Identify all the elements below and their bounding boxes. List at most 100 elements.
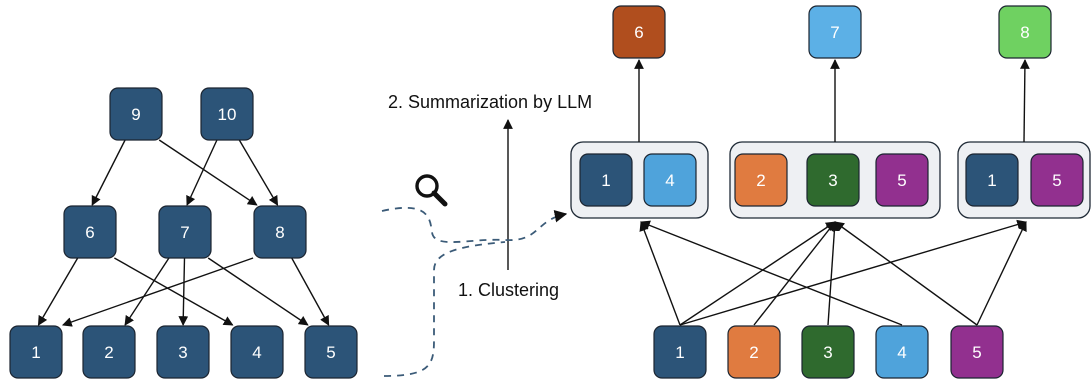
cluster-c3-member-1: 1 <box>965 153 1019 207</box>
tree-node-5: 5 <box>304 325 358 379</box>
cluster-c1-member-4-box <box>643 153 697 207</box>
dashed-connector <box>381 206 568 377</box>
leaf-node-1: 1 <box>653 325 707 379</box>
tree-node-9-box <box>109 87 163 141</box>
cluster-c1-member-4: 4 <box>643 153 697 207</box>
cluster-c2-member-2: 2 <box>734 153 788 207</box>
cluster-c2-member-3-box <box>806 153 860 207</box>
tree-node-7-label: 7 <box>180 223 189 242</box>
summary-node-8-label: 8 <box>1020 23 1029 42</box>
leaf-node-4-label: 4 <box>897 343 906 362</box>
magnifier-icon <box>415 174 448 207</box>
leaf-edge-l1-c1 <box>639 221 681 326</box>
tree-node-9-label: 9 <box>131 105 140 124</box>
leaf-node-5-box <box>950 325 1004 379</box>
tree-edge-t9-t8 <box>158 139 258 206</box>
leaf-node-2-label: 2 <box>749 343 758 362</box>
tree-edge-t8-t1 <box>61 257 254 327</box>
tree-edge-t10-t7 <box>186 139 218 206</box>
cluster-c3-member-5-box <box>1030 153 1084 207</box>
leaf-node-2-box <box>727 325 781 379</box>
tree-node-8-label: 8 <box>275 223 284 242</box>
leaf-node-3: 3 <box>801 325 855 379</box>
tree-node-1-box <box>9 325 63 379</box>
summary-node-6: 6 <box>612 5 666 59</box>
leaf-node-4: 4 <box>875 325 929 379</box>
leaf-edge-l4-c1 <box>640 220 903 326</box>
cluster-c2-member-3-label: 3 <box>828 171 837 190</box>
tree-node-3: 3 <box>156 325 210 379</box>
cluster-c2-member-2-box <box>734 153 788 207</box>
tree-node-6-label: 6 <box>85 223 94 242</box>
leaf-edge-l5-c2 <box>834 221 978 326</box>
summary-node-7: 7 <box>808 5 862 59</box>
cluster-c2-member-2-label: 2 <box>756 171 765 190</box>
tree-node-4-label: 4 <box>252 343 261 362</box>
cluster-c3-member-5-label: 5 <box>1052 171 1061 190</box>
tree-node-7: 7 <box>158 205 212 259</box>
tree-node-4: 4 <box>230 325 284 379</box>
edges <box>37 59 1030 327</box>
tree-edge-t10-t8 <box>238 139 279 206</box>
tree-node-7-box <box>158 205 212 259</box>
leaf-edge-l1-c3 <box>679 219 1027 326</box>
cluster-c1-member-1-box <box>579 153 633 207</box>
tree-edge-t7-t5 <box>207 257 309 326</box>
tree-node-9: 9 <box>109 87 163 141</box>
summary-node-8: 8 <box>998 5 1052 59</box>
cluster-c1-member-1: 1 <box>579 153 633 207</box>
tree-node-10: 10 <box>200 87 254 141</box>
summarization-step-label: 2. Summarization by LLM <box>388 92 592 112</box>
summary-node-8-box <box>998 5 1052 59</box>
cluster-c3-member-5: 5 <box>1030 153 1084 207</box>
tree-node-2-box <box>82 325 136 379</box>
leaf-node-2: 2 <box>727 325 781 379</box>
tree-node-8-box <box>253 205 307 259</box>
leaf-edge-l2-c2 <box>753 221 836 326</box>
tree-node-10-label: 10 <box>218 105 237 124</box>
leaf-node-3-box <box>801 325 855 379</box>
dashed-arrow-to-cluster <box>381 206 568 243</box>
dashed-bracket <box>383 241 506 377</box>
leaf-node-5-label: 5 <box>972 343 981 362</box>
tree-edge-t6-t1 <box>37 257 79 326</box>
tree-edge-t7-t3 <box>178 257 189 326</box>
tree-edge-t8-t5 <box>291 257 330 326</box>
leaf-node-1-label: 1 <box>675 343 684 362</box>
leaf-node-1-box <box>653 325 707 379</box>
leaf-node-3-label: 3 <box>823 343 832 362</box>
summary-node-6-box <box>612 5 666 59</box>
cluster-c2-member-5: 5 <box>875 153 929 207</box>
tree-node-2: 2 <box>82 325 136 379</box>
tree-node-10-box <box>200 87 254 141</box>
leaf-node-4-box <box>875 325 929 379</box>
cluster-c3-member-1-box <box>965 153 1019 207</box>
cluster-c1-member-1-label: 1 <box>601 171 610 190</box>
tree-node-6-box <box>63 205 117 259</box>
tree-edge-t9-t6 <box>91 139 126 206</box>
cluster-c2-member-5-box <box>875 153 929 207</box>
tree-node-5-label: 5 <box>326 343 335 362</box>
summary-node-6-label: 6 <box>634 23 643 42</box>
cluster-c3-member-1-label: 1 <box>987 171 996 190</box>
cluster-c2-member-3: 3 <box>806 153 860 207</box>
leaf-edge-l5-c3 <box>976 221 1027 326</box>
tree-edge-t6-t4 <box>114 257 234 326</box>
tree-node-2-label: 2 <box>104 343 113 362</box>
tree-node-3-label: 3 <box>178 343 187 362</box>
tree-node-6: 6 <box>63 205 117 259</box>
summary-edge-c3 <box>1019 59 1030 143</box>
tree-node-1-label: 1 <box>31 343 40 362</box>
leaf-node-5: 5 <box>950 325 1004 379</box>
summary-node-7-label: 7 <box>830 23 839 42</box>
cluster-c1-member-4-label: 4 <box>665 171 674 190</box>
cluster-c2-member-5-label: 5 <box>897 171 906 190</box>
leaf-edge-l1-c2 <box>679 221 836 326</box>
tree-node-5-box <box>304 325 358 379</box>
tree-node-4-box <box>230 325 284 379</box>
leaf-edge-l3-c2 <box>827 221 840 326</box>
clustering-step-label: 1. Clustering <box>458 280 559 300</box>
summary-node-7-box <box>808 5 862 59</box>
